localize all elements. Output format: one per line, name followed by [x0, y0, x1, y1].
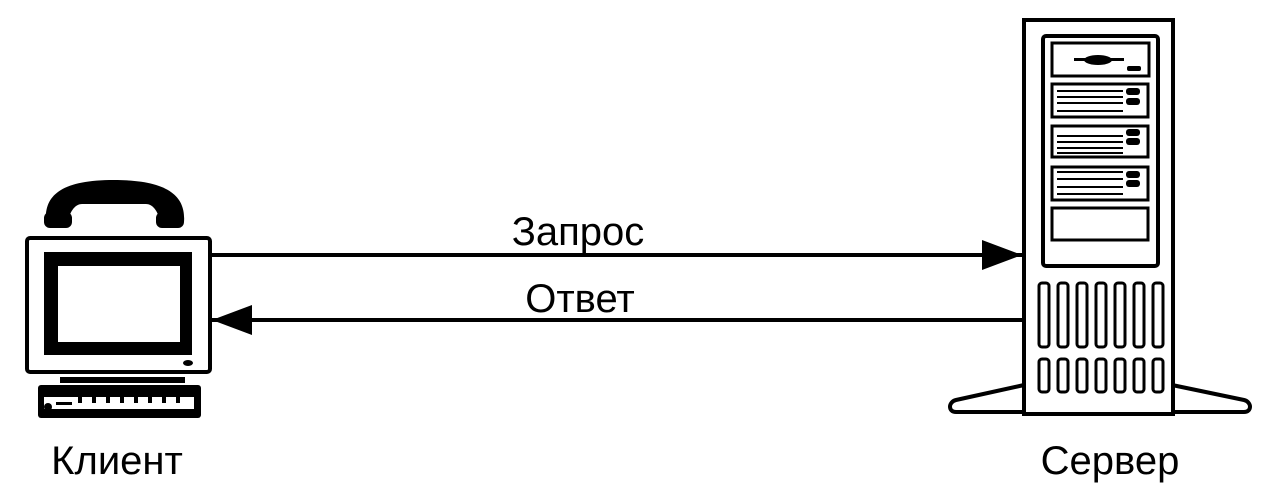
vent-slot — [1075, 281, 1089, 349]
vent-slot — [1113, 357, 1127, 394]
vent-slot — [1094, 281, 1108, 349]
vent-slot — [1132, 281, 1146, 349]
vent-slot — [1037, 357, 1051, 394]
server-label: Сервер — [1041, 439, 1180, 483]
server-tower-icon — [948, 18, 1252, 416]
monitor-icon — [25, 236, 212, 374]
vent-slot — [1113, 281, 1127, 349]
vent-slot — [1132, 357, 1146, 394]
arrowhead-icon — [982, 240, 1022, 270]
server-node: Сервер — [948, 18, 1252, 483]
vent-slot — [1056, 281, 1070, 349]
client-node: Клиент — [25, 180, 212, 483]
response-edge: Ответ — [211, 277, 1022, 335]
vent-slot — [1037, 281, 1051, 349]
vent-slot — [1056, 357, 1070, 394]
request-edge: Запрос — [211, 210, 1022, 270]
drive-bays — [1050, 82, 1150, 242]
vent-slot — [1094, 357, 1108, 394]
response-label: Ответ — [525, 277, 634, 321]
arrowhead-icon — [212, 305, 252, 335]
vent-slot — [1151, 357, 1165, 394]
request-label: Запрос — [512, 210, 645, 254]
keyboard-icon — [38, 377, 201, 418]
telephone-icon — [44, 180, 185, 228]
vent-slot — [1151, 281, 1165, 349]
vent-slot — [1075, 357, 1089, 394]
vents — [1037, 281, 1165, 394]
client-label: Клиент — [51, 439, 183, 483]
